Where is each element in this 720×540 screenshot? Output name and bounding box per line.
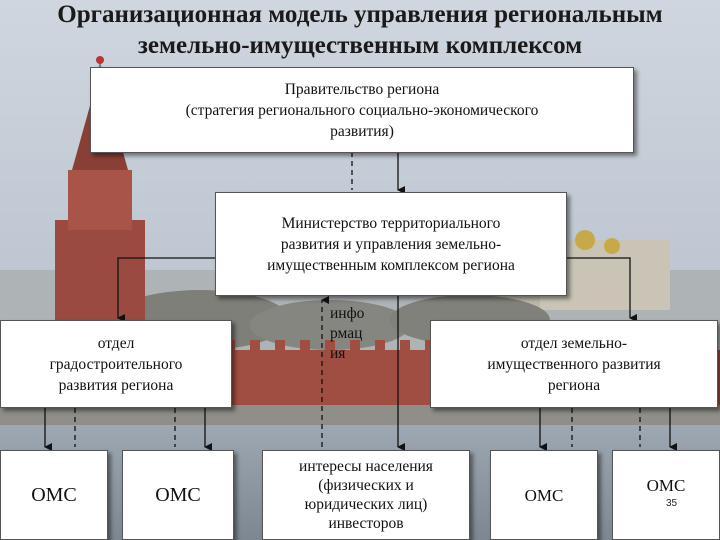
- oms-node-4-text: ОМС: [646, 476, 686, 495]
- page-number: 35: [666, 498, 678, 509]
- oms-node-1-text: ОМС: [31, 483, 77, 506]
- ministry-node-text: Министерство территориального развития и…: [267, 214, 515, 274]
- oms-node-3-text: ОМС: [524, 485, 564, 505]
- oms-node-2: ОМС: [122, 450, 234, 540]
- land-property-department-node: отдел земельно- имущественного развития …: [430, 320, 718, 408]
- interests-node-text: интересы населения (физических и юридиче…: [299, 458, 433, 532]
- oms-node-2-text: ОМС: [155, 483, 201, 506]
- government-node: Правительство региона (стратегия региона…: [90, 67, 634, 153]
- interests-node: интересы населения (физических и юридиче…: [262, 450, 470, 540]
- urban-development-department-node: отдел градостроительного развития регион…: [0, 320, 232, 408]
- oms-node-3: ОМС: [490, 450, 598, 540]
- urban-development-department-text: отдел градостроительного развития регион…: [49, 334, 183, 394]
- page-title-line-2: земельно-имущественным комплексом: [137, 32, 583, 59]
- land-property-department-text: отдел земельно- имущественного развития …: [487, 334, 661, 394]
- oms-node-1: ОМС: [0, 450, 108, 540]
- ministry-node: Министерство территориального развития и…: [215, 192, 567, 296]
- government-node-text: Правительство региона (стратегия региона…: [185, 80, 539, 140]
- page-title-line-1: Организационная модель управления регион…: [57, 1, 663, 28]
- oms-node-4: ОМС: [612, 450, 720, 540]
- information-label: инфо рмац ия: [330, 305, 365, 362]
